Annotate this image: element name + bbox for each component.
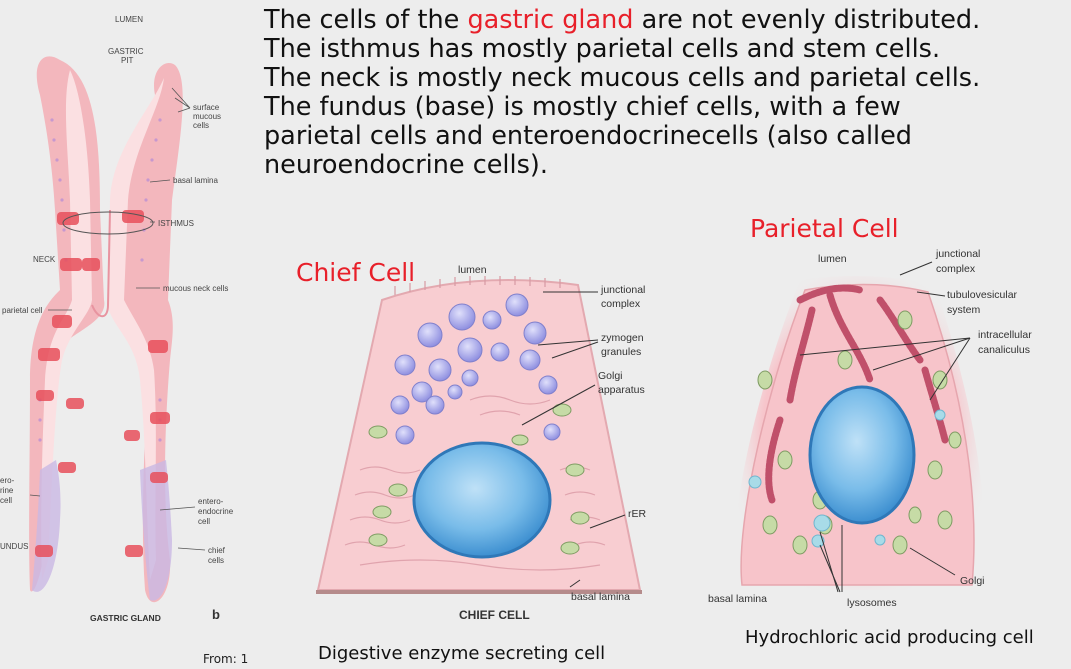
text-line-1: The cells of the gastric gland are not e…	[264, 6, 1064, 35]
gland-label-gastric-pit-2: PIT	[121, 56, 134, 65]
chief-cell-label: CHIEF CELL	[459, 608, 530, 622]
gland-label-surface-3: cells	[193, 121, 210, 130]
chief-cell-title: Chief Cell	[296, 258, 416, 287]
chief-label-golgi-1: Golgi	[598, 370, 623, 382]
parietal-label-intra-2: canaliculus	[978, 344, 1030, 356]
parietal-label-junctional-2: complex	[936, 263, 976, 275]
gland-label-entero-left-3: cell	[0, 496, 13, 505]
gland-label-fundus: UNDUS	[0, 542, 29, 551]
chief-label-rer: rER	[628, 508, 647, 520]
chief-label-basal-lamina: basal lamina	[571, 591, 630, 603]
gland-label-neck: NECK	[33, 255, 56, 264]
parietal-label-intra-1: intracellular	[978, 329, 1032, 341]
gland-label-basal-lamina: basal lamina	[173, 176, 218, 185]
gland-label-chief-1: chief	[208, 546, 225, 555]
gland-label-entero-right-3: cell	[198, 517, 211, 526]
chief-label-zymogen-2: granules	[601, 346, 642, 358]
chief-label-junctional-1: junctional	[601, 284, 646, 296]
parietal-label-tubulo-1: tubulovesicular	[947, 289, 1018, 301]
gland-label-surface-1: surface	[193, 103, 220, 112]
gland-label-mucous-neck-cells: mucous neck cells	[163, 284, 229, 293]
gland-label-lumen: LUMEN	[115, 15, 144, 24]
highlight-gastric-gland: gastric gland	[467, 5, 634, 35]
gland-label-entero-right-2: endocrine	[198, 507, 234, 516]
parietal-caption: Hydrochloric acid producing cell	[745, 627, 1034, 648]
chief-label-zymogen-1: zymogen	[601, 332, 644, 344]
gland-label-isthmus: ISTHMUS	[158, 219, 194, 228]
gland-label-parietal-cell: parietal cell	[2, 306, 43, 315]
chief-cell-illustration	[316, 276, 642, 594]
gland-title: GASTRIC GLAND	[90, 613, 161, 623]
chief-caption: Digestive enzyme secreting cell	[318, 643, 606, 664]
text-line-2: The isthmus has mostly parietal cells an…	[264, 34, 941, 64]
chief-label-golgi-2: apparatus	[598, 384, 645, 396]
parietal-label-tubulo-2: system	[947, 304, 981, 316]
chief-label-lumen: lumen	[458, 264, 487, 276]
gland-label-chief-2: cells	[208, 556, 225, 565]
parietal-label-golgi: Golgi	[960, 575, 985, 587]
text-line-4: The fundus (base) is mostly chief cells,…	[264, 92, 901, 122]
gland-panel-letter: b	[212, 607, 220, 622]
parietal-cell-illustration	[733, 261, 985, 593]
parietal-label-basal-lamina: basal lamina	[708, 593, 767, 605]
gastric-gland-illustration	[29, 56, 206, 603]
main-description: The cells of the gastric gland are not e…	[264, 6, 1064, 180]
parietal-label-lysosomes: lysosomes	[847, 597, 897, 609]
parietal-cell-title: Parietal Cell	[750, 214, 899, 243]
parietal-label-lumen: lumen	[818, 253, 847, 265]
text-line-5: parietal cells and enteroendocrinecells …	[264, 121, 912, 151]
text-line-3: The neck is mostly neck mucous cells and…	[264, 63, 981, 93]
text-line-1-start: The cells of the	[264, 5, 468, 35]
gland-label-entero-left-1: ero-	[0, 476, 15, 485]
text-line-6: neuroendocrine cells).	[264, 150, 548, 180]
chief-label-junctional-2: complex	[601, 298, 641, 310]
gland-label-gastric-pit-1: GASTRIC	[108, 47, 144, 56]
parietal-label-junctional-1: junctional	[936, 248, 981, 260]
gland-label-surface-2: mucous	[193, 112, 222, 121]
gland-label-entero-right-1: entero-	[198, 497, 224, 506]
source-from: From: 1	[203, 652, 249, 666]
gland-label-entero-left-2: rine	[0, 486, 14, 495]
text-line-1-end: are not evenly distributed.	[633, 5, 981, 35]
